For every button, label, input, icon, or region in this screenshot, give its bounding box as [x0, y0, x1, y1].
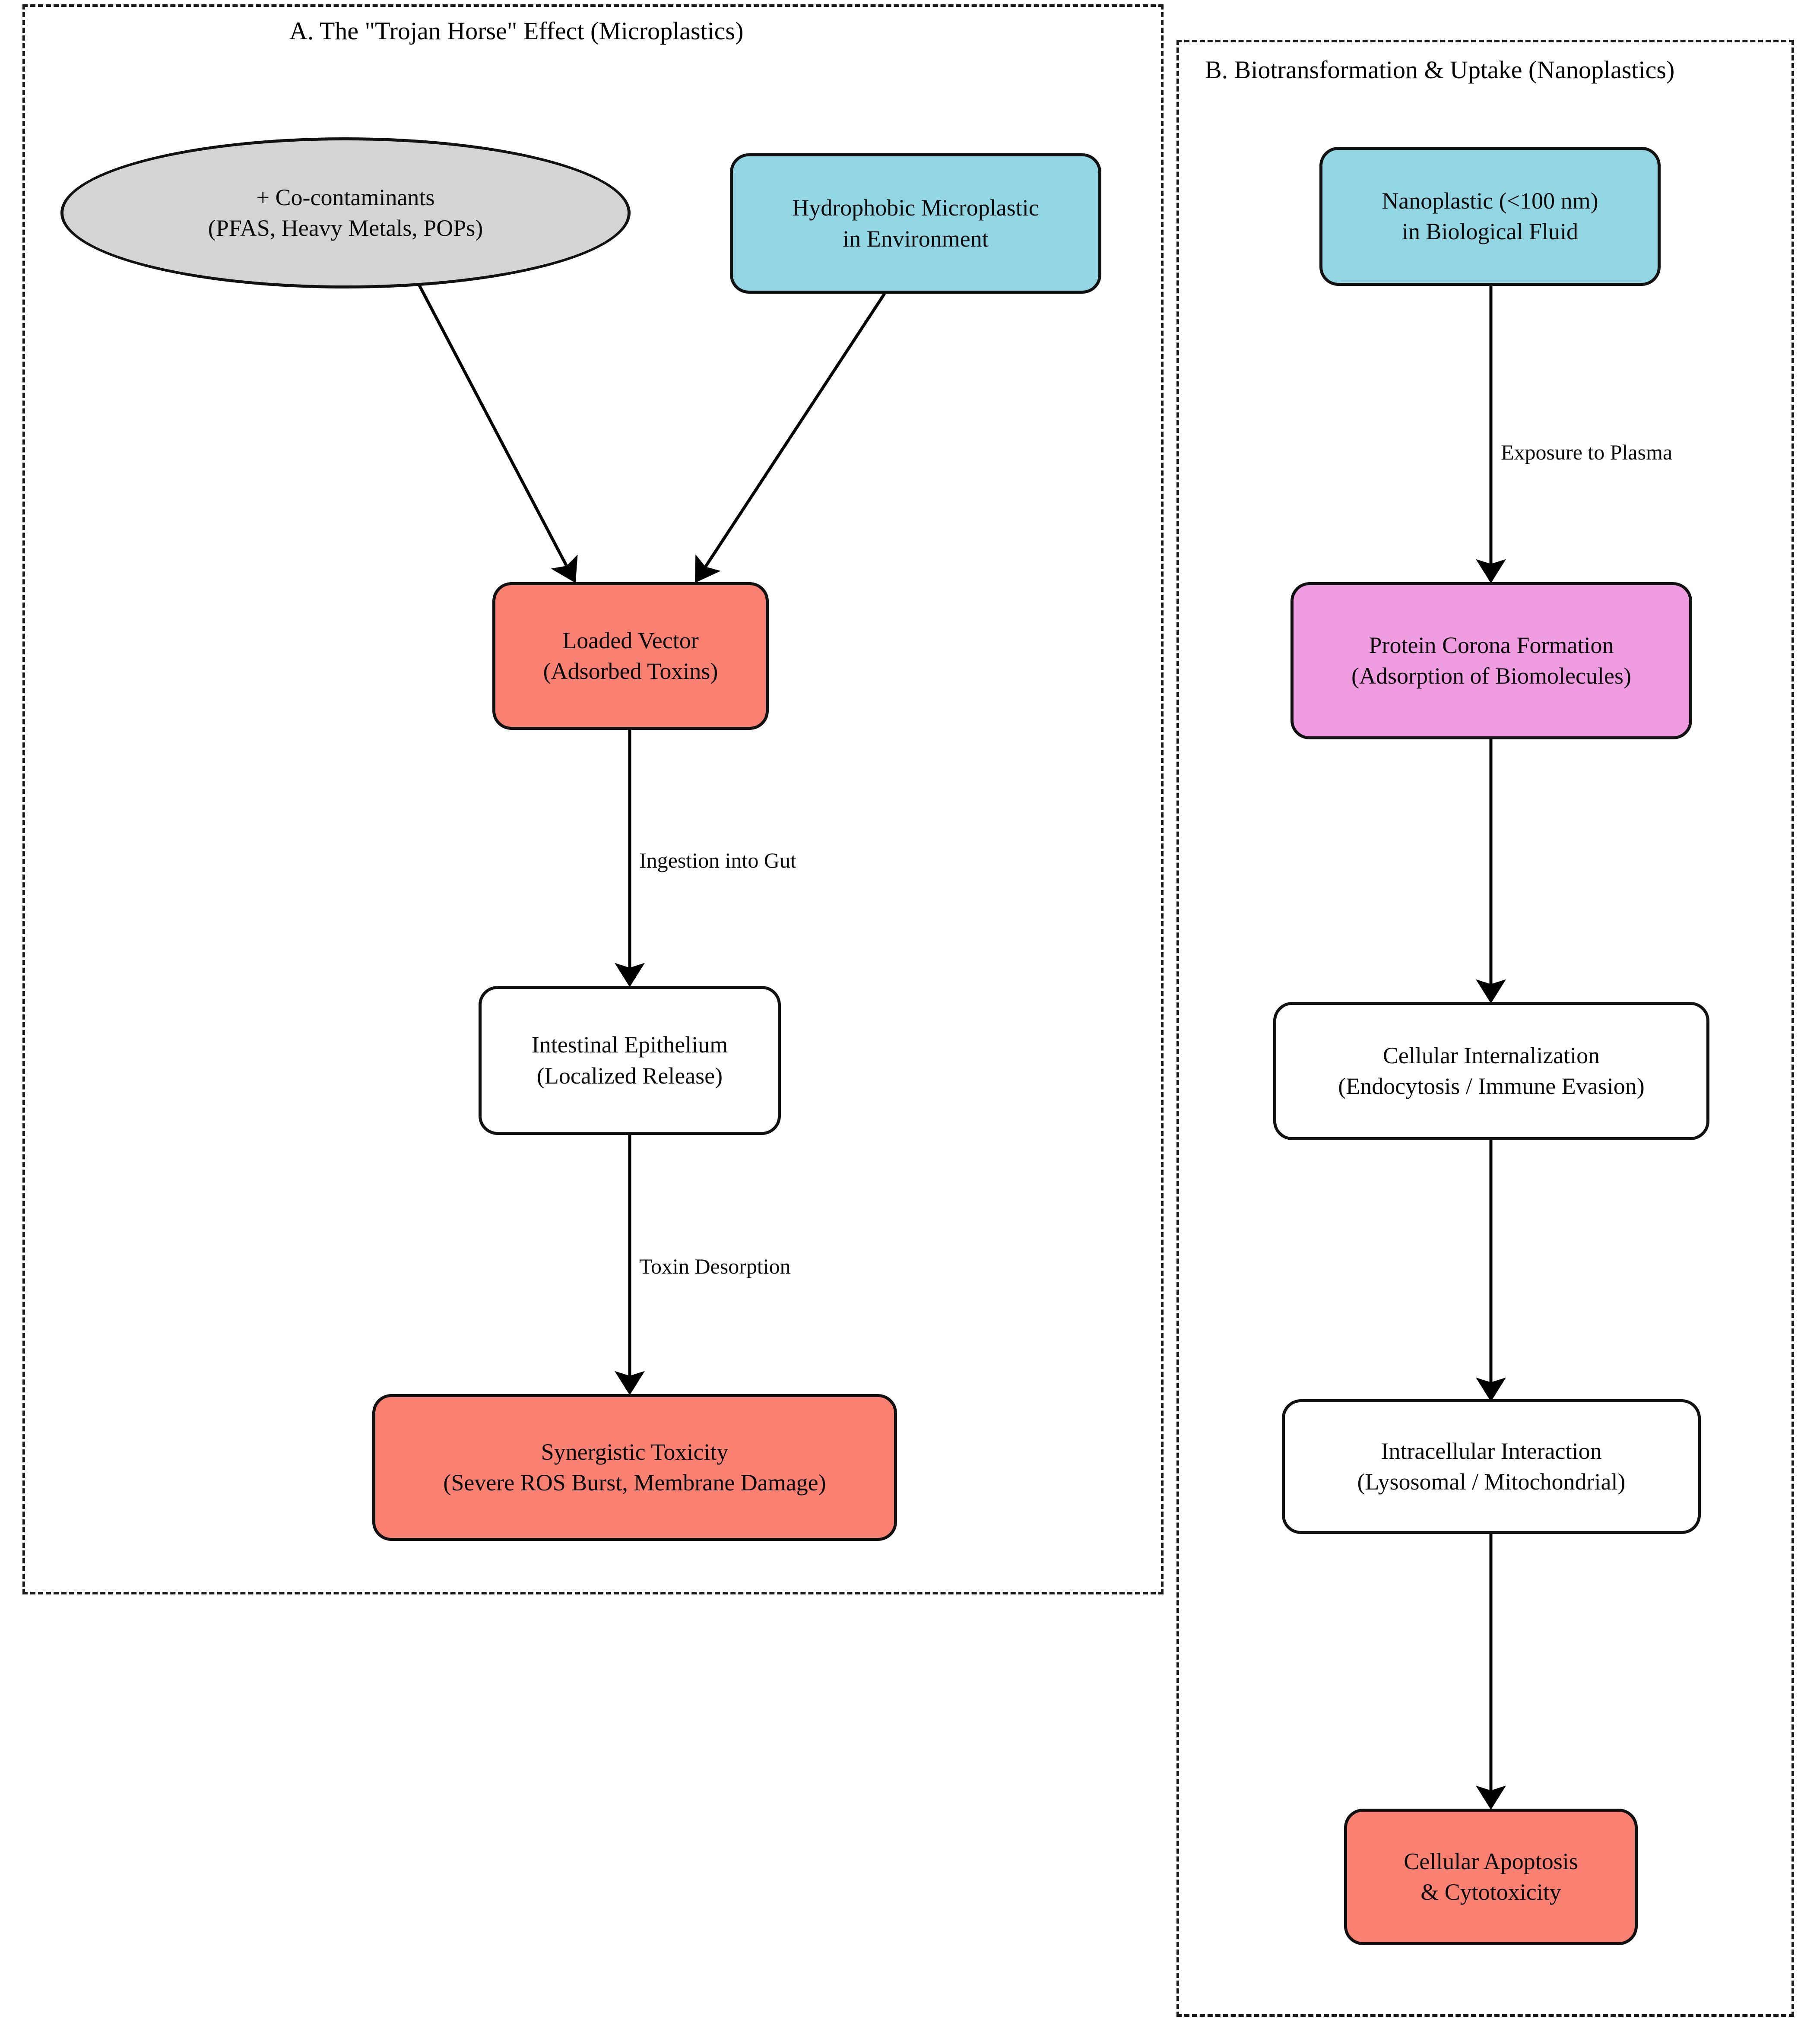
node-intracellular-interaction[interactable]: Intracellular Interaction (Lysosomal / M…	[1282, 1399, 1701, 1534]
node-nanoplastic[interactable]: Nanoplastic (<100 nm) in Biological Flui…	[1319, 147, 1661, 286]
node-co-contaminants[interactable]: + Co-contaminants (PFAS, Heavy Metals, P…	[60, 137, 631, 288]
node-cellular-internalization-line1: Cellular Internalization	[1382, 1042, 1600, 1068]
node-synergistic-toxicity-line1: Synergistic Toxicity	[541, 1439, 729, 1465]
node-hydrophobic-microplastic-line1: Hydrophobic Microplastic	[792, 195, 1039, 221]
node-nanoplastic-line2: in Biological Fluid	[1401, 219, 1578, 244]
node-cellular-internalization[interactable]: Cellular Internalization (Endocytosis / …	[1273, 1002, 1709, 1140]
node-intracellular-interaction-line1: Intracellular Interaction	[1381, 1438, 1602, 1464]
edge-label-ingestion-into-gut: Ingestion into Gut	[639, 848, 796, 872]
node-hydrophobic-microplastic-line2: in Environment	[843, 225, 989, 252]
edge-label-exposure-to-plasma: Exposure to Plasma	[1501, 440, 1673, 464]
panel-a-title: A. The "Trojan Horse" Effect (Microplast…	[289, 17, 744, 45]
node-protein-corona-line1: Protein Corona Formation	[1369, 632, 1614, 658]
node-hydrophobic-microplastic[interactable]: Hydrophobic Microplastic in Environment	[730, 153, 1101, 294]
node-loaded-vector-line2: (Adsorbed Toxins)	[543, 658, 718, 684]
node-intracellular-interaction-line2: (Lysosomal / Mitochondrial)	[1357, 1469, 1626, 1495]
node-intestinal-epithelium-line1: Intestinal Epithelium	[531, 1032, 728, 1058]
node-protein-corona[interactable]: Protein Corona Formation (Adsorption of …	[1290, 582, 1692, 739]
node-nanoplastic-line1: Nanoplastic (<100 nm)	[1382, 187, 1598, 214]
panel-a-frame	[22, 4, 1164, 1594]
node-cellular-apoptosis-line2: & Cytotoxicity	[1420, 1879, 1561, 1905]
node-co-contaminants-line1: + Co-contaminants	[256, 184, 435, 210]
node-cellular-apoptosis-line1: Cellular Apoptosis	[1404, 1848, 1578, 1874]
node-intestinal-epithelium[interactable]: Intestinal Epithelium (Localized Release…	[479, 986, 781, 1135]
panel-b-title: B. Biotransformation & Uptake (Nanoplast…	[1205, 56, 1675, 84]
edge-label-toxin-desorption: Toxin Desorption	[639, 1254, 791, 1278]
node-synergistic-toxicity[interactable]: Synergistic Toxicity (Severe ROS Burst, …	[372, 1394, 897, 1541]
node-intestinal-epithelium-line2: (Localized Release)	[536, 1062, 723, 1089]
node-loaded-vector[interactable]: Loaded Vector (Adsorbed Toxins)	[492, 582, 769, 730]
node-co-contaminants-line2: (PFAS, Heavy Metals, POPs)	[208, 215, 483, 241]
node-cellular-internalization-line2: (Endocytosis / Immune Evasion)	[1338, 1073, 1645, 1099]
node-loaded-vector-line1: Loaded Vector	[562, 627, 699, 653]
node-synergistic-toxicity-line2: (Severe ROS Burst, Membrane Damage)	[443, 1470, 826, 1496]
panel-b-frame	[1176, 40, 1794, 2017]
node-cellular-apoptosis[interactable]: Cellular Apoptosis & Cytotoxicity	[1344, 1809, 1638, 1945]
node-protein-corona-line2: (Adsorption of Biomolecules)	[1351, 663, 1631, 689]
